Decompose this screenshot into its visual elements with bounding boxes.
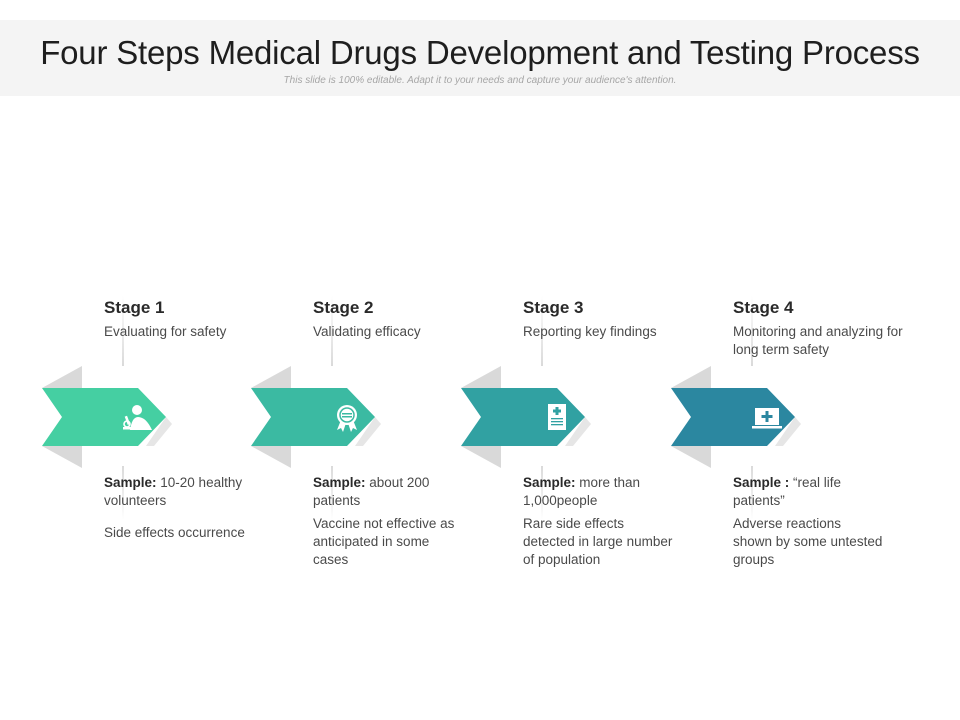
stage-3-top-line <box>541 296 543 366</box>
stage-2-arrow-shape <box>251 388 375 446</box>
stage-3-bottom-line <box>541 466 543 520</box>
stage-2-top-line <box>331 296 333 366</box>
stage-1-fold-shadow <box>42 366 172 468</box>
stage-4-fold-shadow <box>671 366 801 468</box>
stage-4-arrow-shape <box>671 388 795 446</box>
stage-4-note: Adverse reactions shown by some untested… <box>733 516 883 567</box>
stage-3-fold-shadow <box>461 366 591 468</box>
stage-4: Stage 4 Monitoring and analyzing for lon… <box>671 0 903 720</box>
title-bar <box>0 20 960 96</box>
stage-2-title: Stage 2 <box>313 298 374 317</box>
stage-2-note: Vaccine not effective as anticipated in … <box>313 516 455 567</box>
slide-subtitle: This slide is 100% editable. Adapt it to… <box>283 75 677 86</box>
stage-4-bottom-line <box>751 466 753 520</box>
stage-3-sample-value: more than 1,000people <box>523 475 641 508</box>
stage-1-sample: Sample: 10-20 healthy volunteers <box>104 474 254 510</box>
stage-2-sample: Sample: about 200 patients <box>313 474 463 510</box>
stage-1-arrow-shape <box>42 388 166 446</box>
stage-1-bottom-line <box>122 466 124 520</box>
medical-report-icon <box>548 404 566 430</box>
stage-4-sample-label: Sample : <box>733 475 790 490</box>
stage-2-sample-label: Sample: <box>313 475 366 490</box>
stage-2: Stage 2 Validating efficacy Sample: abou… <box>251 0 471 720</box>
scientist-microscope-icon <box>123 405 152 430</box>
stage-2-bottom-line <box>331 466 333 520</box>
stage-1-arrow[interactable] <box>42 0 262 720</box>
stage-1-title: Stage 1 <box>104 298 165 317</box>
stage-3-sample: Sample: more than 1,000people <box>523 474 673 510</box>
stage-3-note: Rare side effects detected in large numb… <box>523 516 673 567</box>
stage-2-description: Validating efficacy <box>313 324 421 339</box>
stage-2-fold-shadow <box>251 366 381 468</box>
stage-3-arrow-shape <box>461 388 585 446</box>
stage-1-note: Side effects occurrence <box>104 525 245 540</box>
stage-4-sample: Sample : “real life patients” <box>733 474 883 510</box>
stage-4-top-line <box>751 296 753 366</box>
stage-3-arrow[interactable] <box>461 0 681 720</box>
stage-1-description: Evaluating for safety <box>104 324 227 339</box>
stage-1-sample-value: 10-20 healthy volunteers <box>104 475 243 508</box>
stage-3-description: Reporting key findings <box>523 324 657 339</box>
stage-4-title: Stage 4 <box>733 298 794 317</box>
stage-2-sample-value: about 200 patients <box>313 475 430 508</box>
stage-1: Stage 1 Evaluating for safety Sample: 10… <box>42 0 262 720</box>
stage-1-top-line <box>122 296 124 366</box>
stage-4-sample-value: “real life patients” <box>733 475 842 508</box>
stage-3: Stage 3 Reporting key findings Sample: m… <box>461 0 681 720</box>
stage-3-sample-label: Sample: <box>523 475 576 490</box>
stage-2-arrow[interactable] <box>251 0 471 720</box>
slide-title: Four Steps Medical Drugs Development and… <box>40 34 920 71</box>
medical-laptop-icon <box>752 408 782 429</box>
stage-4-arrow[interactable] <box>671 0 891 720</box>
stage-4-description: Monitoring and analyzing for long term s… <box>733 324 903 357</box>
stage-1-sample-label: Sample: <box>104 475 157 490</box>
award-badge-icon <box>337 405 357 432</box>
stage-3-title: Stage 3 <box>523 298 584 317</box>
